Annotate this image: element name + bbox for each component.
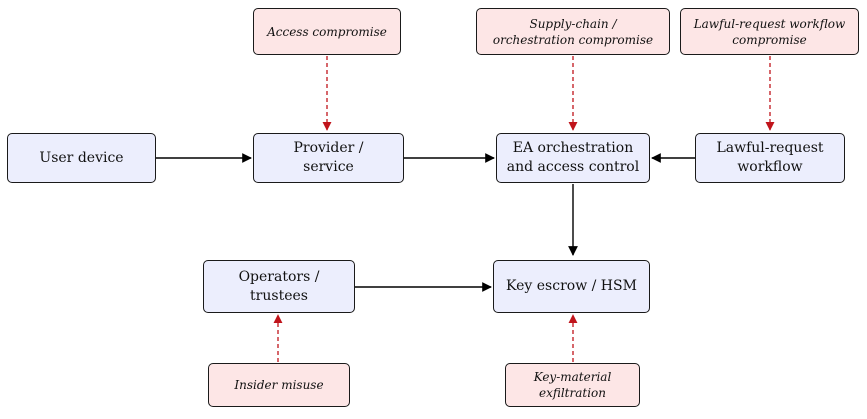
lawful-request-compromise-label-line-2: compromise (732, 32, 807, 47)
operators-trustees-node: Operators / trustees (203, 260, 355, 313)
key-exfiltration-label-line-1: Key-material (533, 370, 612, 384)
lawful-request-label-line-2: workflow (737, 159, 803, 175)
ea-orchestration-label-line-2: and access control (506, 159, 640, 175)
supply-chain-threat: Supply-chain / orchestration compromise (476, 8, 670, 55)
operators-trustees-label-line-1: Operators / (238, 268, 320, 285)
provider-service-label-line-1: Provider / (293, 140, 364, 156)
lawful-request-compromise-label-line-1: Lawful-request workflow (693, 16, 846, 31)
operators-trustees-label-line-2: trustees (250, 287, 308, 304)
provider-service-label-line-2: service (303, 159, 354, 175)
key-escrow-label: Key escrow / HSM (506, 278, 637, 294)
access-compromise-label: Access compromise (267, 24, 387, 39)
lawful-request-label-line-1: Lawful-request (716, 140, 824, 156)
user-device-label: User device (39, 149, 124, 166)
supply-chain-label-line-2: orchestration compromise (492, 32, 654, 47)
supply-chain-label-line-1: Supply-chain / (529, 16, 617, 31)
ea-orchestration-node: EA orchestration and access control (496, 133, 650, 183)
key-material-exfiltration-threat: Key-material exfiltration (505, 363, 640, 407)
provider-service-node: Provider / service (253, 133, 404, 183)
lawful-request-compromise-threat: Lawful-request workflow compromise (680, 8, 859, 55)
user-device-node: User device (7, 133, 156, 183)
access-compromise-threat: Access compromise (253, 8, 401, 55)
key-escrow-hsm-node: Key escrow / HSM (493, 260, 650, 313)
ea-orchestration-label-line-1: EA orchestration (512, 140, 634, 156)
insider-misuse-threat: Insider misuse (208, 363, 350, 407)
lawful-request-workflow-node: Lawful-request workflow (695, 133, 845, 183)
insider-misuse-label: Insider misuse (234, 378, 324, 392)
key-exfiltration-label-line-2: exfiltration (538, 386, 607, 400)
